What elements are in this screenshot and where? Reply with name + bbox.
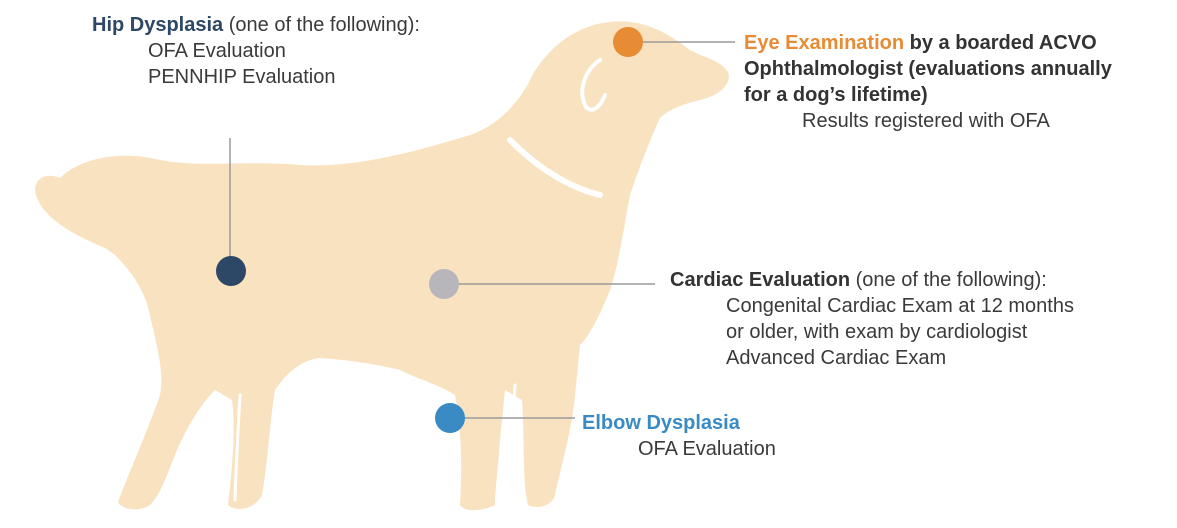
dog-body-silhouette — [45, 21, 729, 511]
hip-item: OFA Evaluation — [148, 40, 286, 62]
eye-line3: for a dog’s lifetime) — [744, 84, 928, 106]
dog-leg-line — [233, 393, 242, 502]
dog-ear-line — [580, 58, 607, 112]
elbow-item: OFA Evaluation — [638, 438, 776, 460]
hip-item: PENNHIP Evaluation — [148, 66, 336, 88]
eye-line1-rest: by a boarded ACVO — [904, 32, 1097, 54]
eye-examination-callout: Eye Examination by a boarded ACVO Ophtha… — [744, 30, 1112, 134]
hip-qualifier: (one of the following): — [223, 14, 420, 36]
dog-leg-line — [512, 383, 522, 502]
cardiac-title: Cardiac Evaluation — [670, 269, 851, 291]
dog-collar-line — [507, 137, 603, 198]
cardiac-item: Congenital Cardiac Exam at 12 months — [726, 295, 1074, 317]
eye-results: Results registered with OFA — [802, 110, 1050, 132]
hip-title: Hip Dysplasia — [92, 14, 224, 36]
eye-marker — [613, 27, 643, 57]
elbow-marker — [435, 403, 465, 433]
dog-tail-silhouette — [35, 175, 110, 250]
hip-marker — [216, 256, 246, 286]
eye-line2: Ophthalmologist (evaluations annually — [744, 58, 1112, 80]
cardiac-item: Advanced Cardiac Exam — [726, 347, 947, 369]
elbow-title: Elbow Dysplasia — [582, 412, 740, 434]
cardiac-evaluation-callout: Cardiac Evaluation (one of the following… — [670, 267, 1074, 371]
cardiac-item: or older, with exam by cardiologist — [726, 321, 1028, 343]
cardiac-qualifier: (one of the following): — [850, 269, 1047, 291]
eye-title: Eye Examination — [744, 32, 905, 54]
cardiac-marker — [429, 269, 459, 299]
hip-dysplasia-callout: Hip Dysplasia (one of the following): OF… — [92, 12, 420, 90]
elbow-dysplasia-callout: Elbow Dysplasia OFA Evaluation — [582, 410, 776, 462]
